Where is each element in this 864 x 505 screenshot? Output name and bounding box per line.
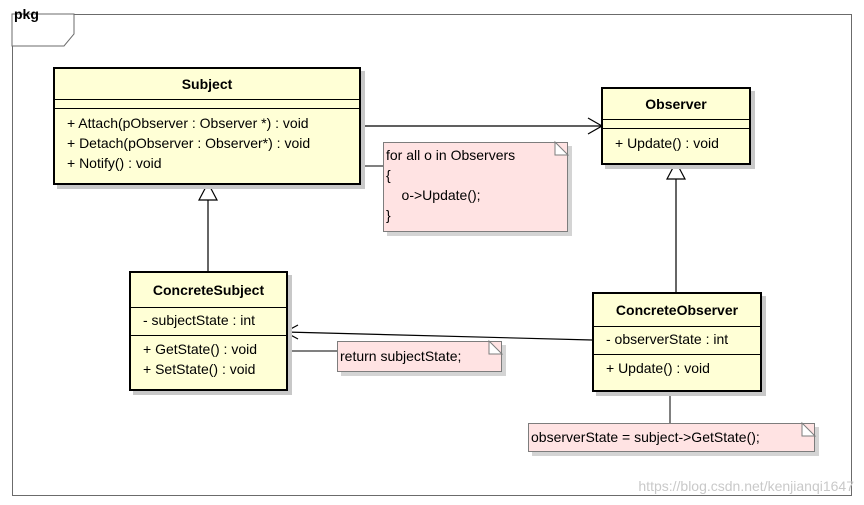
operation: + Notify() : void bbox=[67, 155, 162, 171]
operation: + Update() : void bbox=[615, 135, 719, 151]
class-concretesubject-attributes: - subjectState : int bbox=[131, 308, 286, 336]
note-line: o->Update(); bbox=[386, 187, 481, 203]
note-line: } bbox=[386, 207, 391, 223]
note-line: return subjectState; bbox=[340, 348, 462, 364]
class-observer-attributes bbox=[603, 120, 749, 129]
note-fold-update bbox=[801, 421, 817, 437]
operation: + Detach(pObserver : Observer*) : void bbox=[67, 135, 311, 151]
class-subject[interactable]: Subject + Attach(pObserver : Observer *)… bbox=[53, 67, 361, 185]
note-fold-getstate bbox=[488, 339, 504, 355]
class-observer-operations: + Update() : void bbox=[603, 129, 749, 153]
operation: + Attach(pObserver : Observer *) : void bbox=[67, 115, 309, 131]
class-subject-attributes bbox=[55, 100, 359, 109]
package-label: pkg bbox=[14, 6, 39, 22]
class-subject-name: Subject bbox=[55, 69, 359, 100]
note-line: { bbox=[386, 167, 391, 183]
class-subject-operations: + Attach(pObserver : Observer *) : void … bbox=[55, 109, 359, 173]
operation: + Update() : void bbox=[606, 360, 710, 376]
operation: + GetState() : void bbox=[143, 341, 257, 357]
class-concretesubject[interactable]: ConcreteSubject - subjectState : int + G… bbox=[129, 271, 288, 391]
class-concretesubject-operations: + GetState() : void + SetState() : void bbox=[131, 336, 286, 379]
class-concreteobserver[interactable]: ConcreteObserver - observerState : int +… bbox=[592, 292, 762, 392]
class-concreteobserver-attributes: - observerState : int bbox=[594, 327, 760, 355]
class-observer-name: Observer bbox=[603, 89, 749, 120]
association-concreteobserver-concretesubject bbox=[284, 331, 593, 341]
operation: + SetState() : void bbox=[143, 361, 256, 377]
generalization-triangle-subject bbox=[198, 181, 218, 201]
class-observer[interactable]: Observer + Update() : void bbox=[601, 87, 751, 165]
note-line: for all o in Observers bbox=[386, 147, 516, 163]
note-line: observerState = subject->GetState(); bbox=[531, 429, 760, 445]
class-concreteobserver-name: ConcreteObserver bbox=[594, 294, 760, 327]
watermark: https://blog.csdn.net/kenjianqi1647 bbox=[638, 478, 854, 494]
note-update[interactable]: observerState = subject->GetState(); bbox=[528, 423, 815, 452]
attribute: - observerState : int bbox=[606, 331, 729, 347]
attribute: - subjectState : int bbox=[143, 312, 256, 328]
class-concreteobserver-operations: + Update() : void bbox=[594, 355, 760, 378]
note-fold-notify bbox=[554, 140, 570, 156]
note-getstate[interactable]: return subjectState; bbox=[337, 341, 502, 372]
note-notify[interactable]: for all o in Observers { o->Update(); } bbox=[383, 142, 568, 232]
generalization-triangle-observer bbox=[666, 160, 686, 180]
package-tab bbox=[11, 13, 75, 47]
class-concretesubject-name: ConcreteSubject bbox=[131, 273, 286, 308]
